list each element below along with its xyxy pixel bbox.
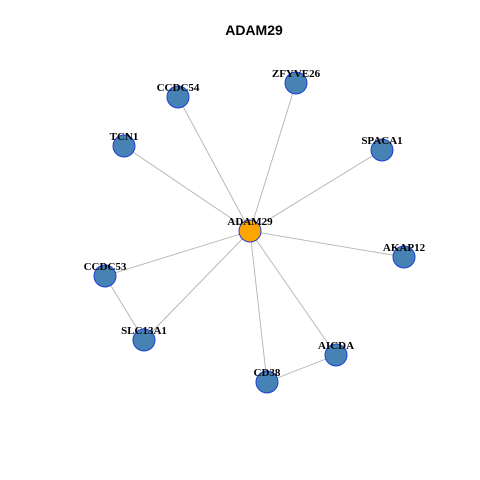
node-circle bbox=[255, 370, 279, 394]
node-label: CCDC53 bbox=[84, 261, 127, 273]
node-label: CCDC54 bbox=[157, 82, 200, 94]
edge-layer bbox=[104, 82, 405, 383]
node-label: SLC13A1 bbox=[121, 325, 167, 337]
edge-adam29-cd38 bbox=[249, 230, 268, 383]
node-cd38: CD38 bbox=[254, 367, 281, 394]
node-ccdc54: CCDC54 bbox=[157, 82, 200, 109]
node-slc13a1: SLC13A1 bbox=[121, 325, 167, 352]
graph-title: ADAM29 bbox=[225, 22, 283, 38]
node-label: AICDA bbox=[318, 340, 354, 352]
node-label: SPACA1 bbox=[361, 135, 402, 147]
node-circle bbox=[324, 343, 348, 367]
edge-ccdc53-slc13a1 bbox=[104, 275, 145, 341]
edge-adam29-akap12 bbox=[249, 230, 405, 258]
node-zfyve26: ZFYVE26 bbox=[272, 68, 321, 95]
edge-aicda-cd38 bbox=[266, 354, 337, 383]
node-label: AKAP12 bbox=[383, 242, 426, 254]
node-circle bbox=[284, 71, 308, 95]
node-circle bbox=[392, 245, 416, 269]
node-circle bbox=[238, 219, 262, 243]
edge-adam29-zfyve26 bbox=[249, 82, 297, 232]
edge-adam29-ccdc54 bbox=[177, 96, 251, 232]
node-circle bbox=[93, 264, 117, 288]
node-label: TCN1 bbox=[110, 131, 139, 143]
edge-adam29-tcn1 bbox=[123, 145, 251, 232]
node-circle bbox=[166, 85, 190, 109]
node-tcn1: TCN1 bbox=[110, 131, 139, 158]
node-adam29: ADAM29 bbox=[227, 216, 273, 243]
node-spaca1: SPACA1 bbox=[361, 135, 403, 162]
node-circle bbox=[370, 138, 394, 162]
edge-adam29-slc13a1 bbox=[143, 230, 251, 341]
node-label: ZFYVE26 bbox=[272, 68, 321, 80]
node-label: CD38 bbox=[254, 367, 281, 379]
edge-adam29-aicda bbox=[249, 230, 337, 356]
node-label: ADAM29 bbox=[227, 216, 273, 228]
node-aicda: AICDA bbox=[318, 340, 354, 367]
edge-adam29-spaca1 bbox=[249, 149, 383, 232]
edge-adam29-ccdc53 bbox=[104, 230, 251, 277]
node-akap12: AKAP12 bbox=[383, 242, 426, 269]
node-ccdc53: CCDC53 bbox=[84, 261, 127, 288]
node-circle bbox=[112, 134, 136, 158]
node-circle bbox=[132, 328, 156, 352]
